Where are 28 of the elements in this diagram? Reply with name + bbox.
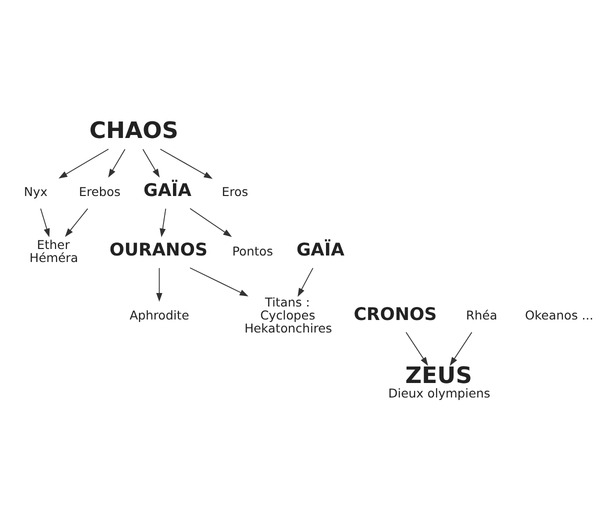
node-text: Ether Héméra xyxy=(30,238,78,265)
arrow xyxy=(406,332,428,366)
node-text: Pontos xyxy=(232,244,274,258)
node-text: Nyx xyxy=(24,184,48,199)
node-text: CHAOS xyxy=(89,118,178,144)
arrow xyxy=(190,208,232,238)
node-text: ZEUS Dieux olympiens xyxy=(388,362,490,400)
arrow xyxy=(40,208,50,238)
label: Okeanos ... xyxy=(525,308,594,323)
node-text: Eros xyxy=(222,184,248,199)
node-text: CRONOS xyxy=(354,304,437,325)
node-text: Rhéa xyxy=(466,308,498,323)
node-text: Titans : Cyclopes Hekatonchires xyxy=(244,295,332,336)
arrow xyxy=(160,148,213,179)
node-text: Erebos xyxy=(78,184,120,199)
arrow xyxy=(64,208,88,237)
arrow xyxy=(108,148,126,178)
arrow xyxy=(160,208,166,238)
arrow xyxy=(298,268,314,297)
arrow xyxy=(142,148,160,178)
node-text: Aphrodite xyxy=(130,308,190,323)
node-text: GAÏA xyxy=(296,240,344,261)
arrow xyxy=(58,148,109,178)
node-text: GAÏA xyxy=(144,181,192,202)
node-text: OURANOS xyxy=(109,240,208,261)
arrow xyxy=(450,332,472,366)
arrow xyxy=(190,267,248,296)
arrow xyxy=(156,268,162,302)
